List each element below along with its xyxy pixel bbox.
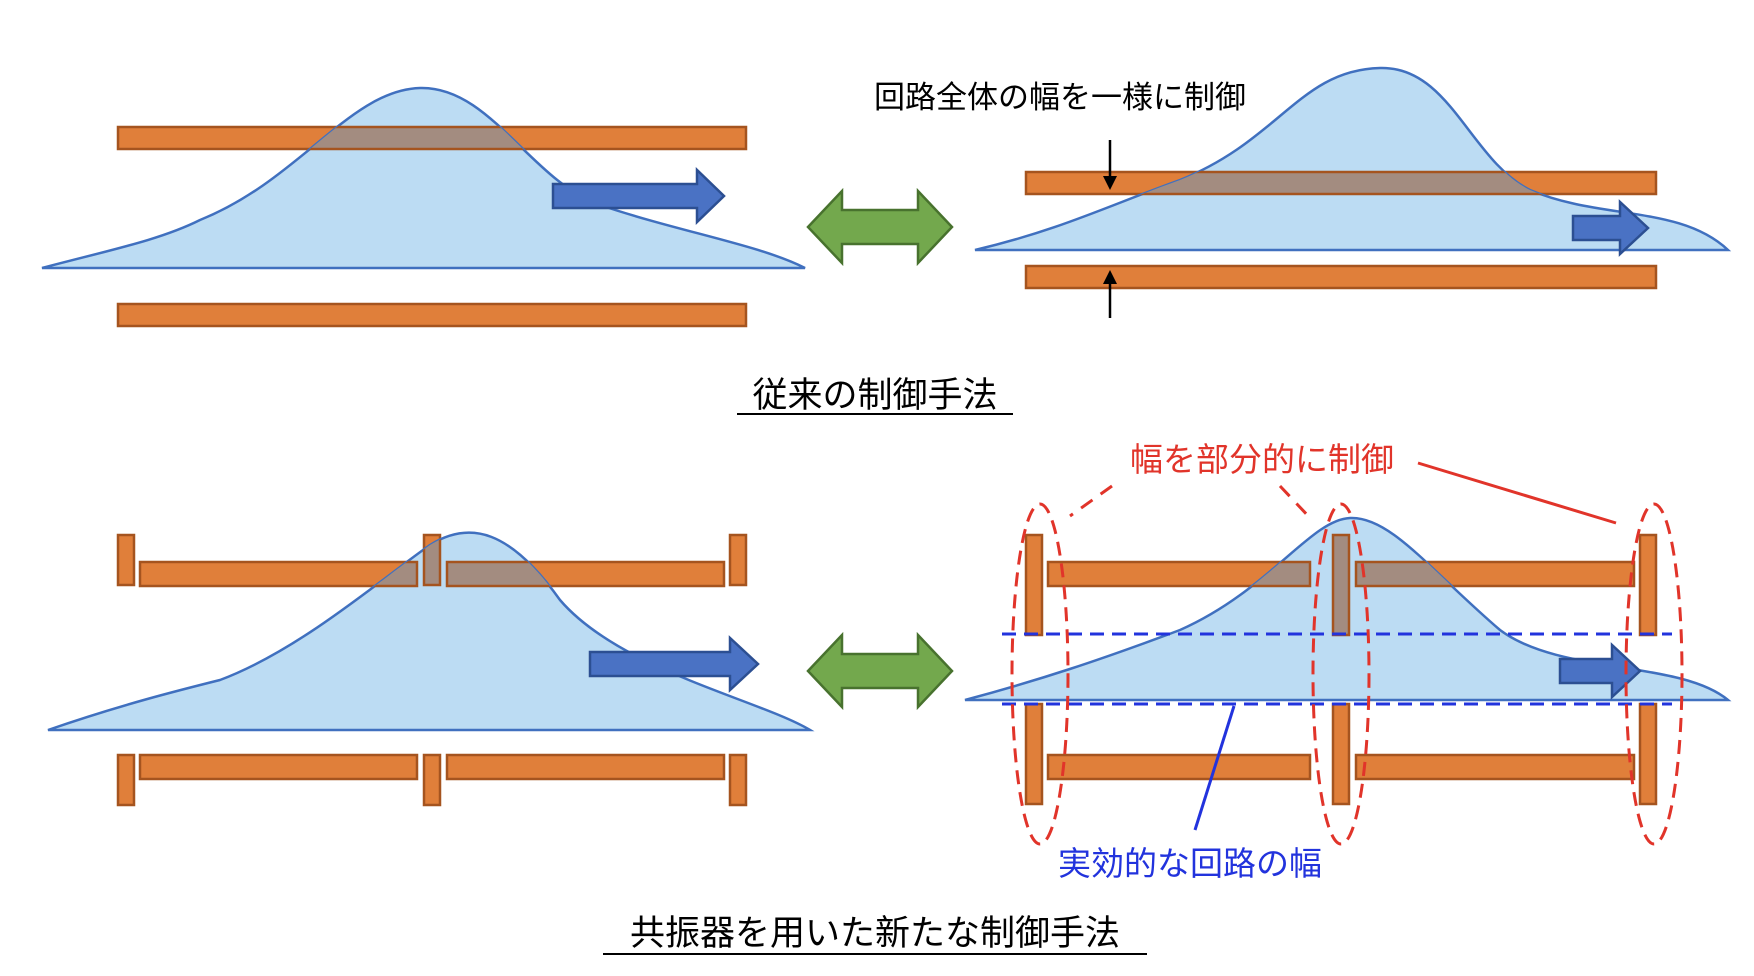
right-arrow-icon [1571,199,1650,257]
conventional-after-panel: 回路全体の幅を一様に制御 [874,66,1732,318]
lower-waveguide-segment [1354,753,1636,781]
end-resonator-wall [728,753,748,807]
partial-control-leader [1417,461,1617,525]
effective-width-leader [1193,705,1236,831]
pinch-arrow-icon [1103,140,1117,318]
lower-waveguide [116,302,748,328]
lower-waveguide-segment [445,753,726,781]
center-resonator-wall [1331,702,1351,806]
partial-control-leader [1278,484,1314,522]
partial-control-leader [1069,484,1113,518]
effective-width-label: 実効的な回路の幅 [1058,844,1322,883]
control-region-ellipse [1010,502,1070,846]
end-resonator-wall [1024,533,1044,637]
end-resonator-wall [728,533,748,587]
resonator-before-panel [47,531,815,807]
double-headed-arrow-icon [806,187,954,267]
lower-waveguide [1024,264,1658,290]
mode-profile [41,86,806,270]
upper-waveguide-segment [138,560,419,588]
uniform-control-label: 回路全体の幅を一様に制御 [874,80,1246,116]
end-resonator-wall [1024,702,1044,806]
right-arrow-icon [551,167,726,225]
partial-control-label: 幅を部分的に制御 [1130,440,1394,479]
end-resonator-wall [116,533,136,587]
mode-profile [974,66,1732,252]
lower-waveguide-segment [138,753,419,781]
lower-waveguide-segment [1046,753,1312,781]
resonator-after-panel: 実効的な回路の幅 幅を部分的に制御 [964,440,1732,883]
new-method-caption: 共振器を用いた新たな制御手法 [630,914,1120,954]
conventional-method-caption: 従来の制御手法 [752,376,997,416]
end-resonator-wall [1638,533,1658,637]
center-resonator-wall [422,753,442,807]
end-resonator-wall [1638,702,1658,806]
double-headed-arrow-icon [806,631,954,711]
conventional-before-panel [41,86,806,328]
control-region-ellipse [1311,502,1371,846]
right-arrow-icon [588,635,760,693]
control-region-ellipse [1624,502,1684,846]
end-resonator-wall [116,753,136,807]
